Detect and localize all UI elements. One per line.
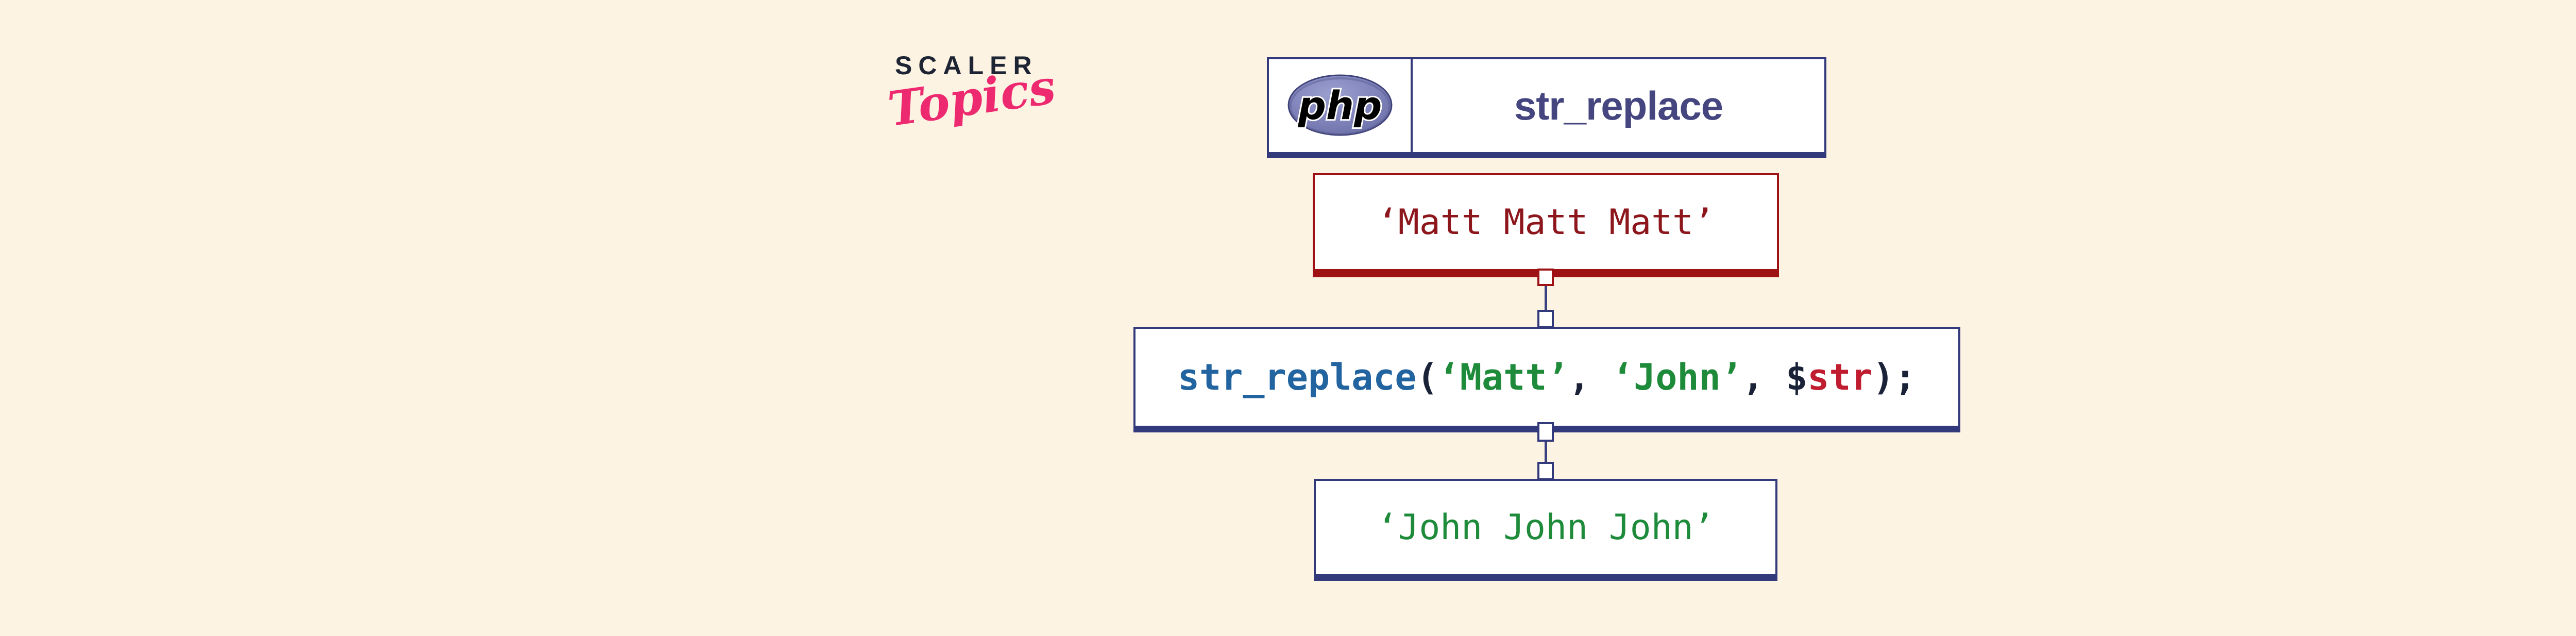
function-title: str_replace xyxy=(1514,82,1723,128)
code-token: str_replace xyxy=(1178,356,1417,398)
code-token: , xyxy=(1742,356,1786,398)
header-logo-cell: php xyxy=(1269,59,1413,152)
connector-port-call-bottom xyxy=(1537,422,1554,442)
code-token: ); xyxy=(1872,356,1916,398)
connector-port-output-top xyxy=(1537,462,1554,480)
connector-port-input-bottom xyxy=(1537,269,1554,286)
connector-line-input-call xyxy=(1545,285,1547,312)
function-call-code: str_replace(‘Matt’, ‘John’, $str); xyxy=(1178,356,1916,398)
code-token: ( xyxy=(1416,356,1438,398)
code-token: , xyxy=(1568,356,1612,398)
header-box: php str_replace xyxy=(1267,57,1826,158)
connector-line-call-output xyxy=(1545,441,1547,465)
function-call-box: str_replace(‘Matt’, ‘John’, $str); xyxy=(1133,327,1960,432)
connector-port-call-top xyxy=(1537,310,1554,328)
scaler-topics-logo: SCALER Topics xyxy=(885,51,1059,137)
code-token: ‘John’ xyxy=(1612,356,1742,398)
code-token: str xyxy=(1807,356,1873,398)
header-title-cell: str_replace xyxy=(1413,59,1824,152)
input-string-text: ‘Matt Matt Matt’ xyxy=(1377,202,1715,243)
output-string-text: ‘John John John’ xyxy=(1377,507,1715,548)
php-logo-text: php xyxy=(1297,82,1382,128)
code-token: ‘Matt’ xyxy=(1438,356,1569,398)
php-logo-icon: php xyxy=(1287,74,1392,136)
input-string-box: ‘Matt Matt Matt’ xyxy=(1313,173,1779,277)
output-string-box: ‘John John John’ xyxy=(1314,479,1777,581)
brand-name: SCALER xyxy=(895,51,1038,80)
code-token: $ xyxy=(1786,356,1808,398)
